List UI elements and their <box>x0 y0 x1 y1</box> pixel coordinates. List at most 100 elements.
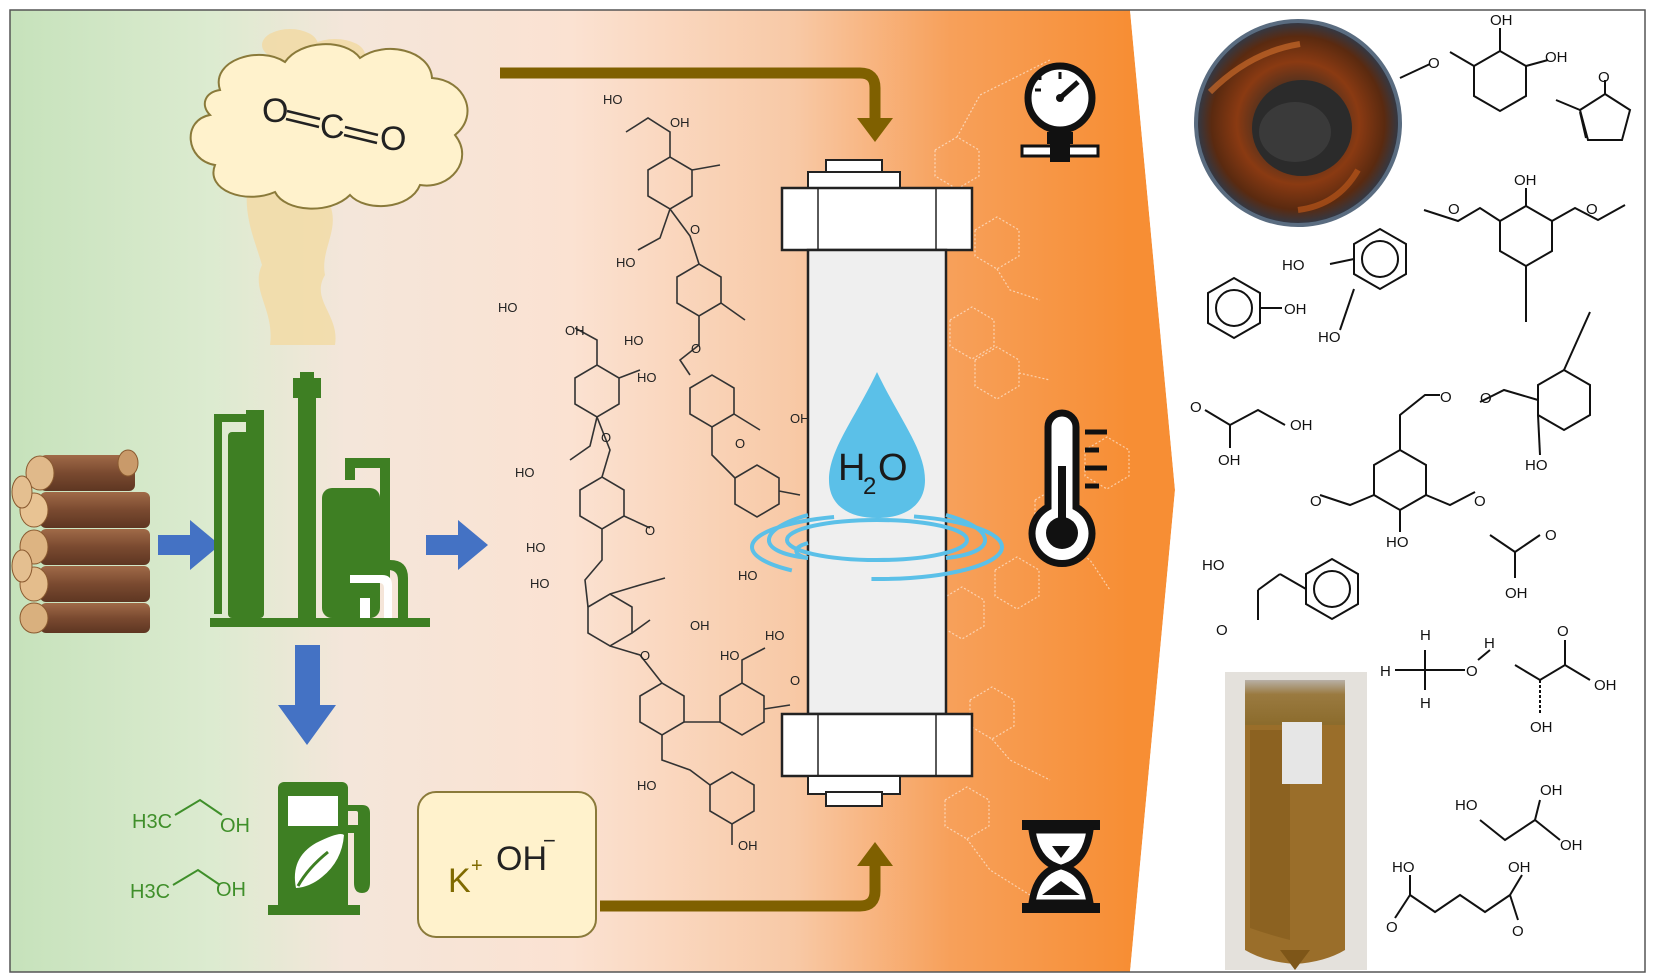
svg-text:HO: HO <box>1455 797 1478 814</box>
svg-text:O: O <box>601 430 611 445</box>
svg-text:O: O <box>691 341 701 356</box>
svg-text:HO: HO <box>637 370 657 385</box>
svg-text:O: O <box>1386 919 1398 936</box>
svg-text:OH: OH <box>738 838 758 853</box>
arrow-refinery-to-fuel <box>278 645 336 745</box>
svg-text:HO: HO <box>616 255 636 270</box>
svg-text:HO: HO <box>603 92 623 107</box>
svg-text:H: H <box>1484 635 1495 652</box>
product-labels: OH O OH O OH O O OH HO HO O HO O OH OH O… <box>1190 12 1617 940</box>
arrow-wood-to-refinery <box>158 520 220 570</box>
svg-text:HO: HO <box>1525 457 1548 474</box>
koh-oh: OH <box>496 840 547 878</box>
svg-text:O: O <box>1586 201 1598 218</box>
svg-text:OH: OH <box>1514 172 1537 189</box>
svg-text:OH: OH <box>1505 585 1528 602</box>
svg-text:O: O <box>1545 527 1557 544</box>
svg-text:OH: OH <box>1508 859 1531 876</box>
koh-box <box>417 791 597 938</box>
svg-text:OH: OH <box>1490 12 1513 29</box>
svg-text:HO: HO <box>515 465 535 480</box>
svg-text:O: O <box>1466 663 1478 680</box>
svg-text:O: O <box>1480 390 1492 407</box>
wood-logs-icon <box>11 449 150 634</box>
koh-formula: K + OH − <box>448 828 556 900</box>
svg-text:O: O <box>1216 622 1228 639</box>
koh-oh-charge: − <box>543 828 556 853</box>
koh-flow-arrow <box>600 862 881 912</box>
svg-text:HO: HO <box>1202 557 1225 574</box>
svg-text:HO: HO <box>1392 859 1415 876</box>
hourglass-icon <box>1022 820 1100 913</box>
svg-text:OH: OH <box>790 411 810 426</box>
svg-text:OH: OH <box>1284 301 1307 318</box>
svg-text:OH: OH <box>1290 417 1313 434</box>
co2-arrow-head <box>857 118 893 142</box>
svg-text:OH: OH <box>1545 49 1568 66</box>
product-molecules <box>1204 28 1632 921</box>
water-o: O <box>878 447 908 489</box>
lignin-labels: HO OH HO O HO OH HO HO O HO O OH O HO HO… <box>498 92 810 853</box>
svg-text:HO: HO <box>526 540 546 555</box>
svg-text:HO: HO <box>765 628 785 643</box>
svg-text:H: H <box>1380 663 1391 680</box>
ethanol-2-oh: OH <box>216 879 246 901</box>
co2-c: C <box>320 108 345 146</box>
fuel-pump-icon <box>268 782 370 915</box>
co2-formula: O C O <box>262 92 406 158</box>
svg-text:HO: HO <box>1386 534 1409 551</box>
svg-text:O: O <box>690 222 700 237</box>
svg-text:O: O <box>1190 399 1202 416</box>
svg-text:OH: OH <box>1218 452 1241 469</box>
ethanol-molecule-1: H3C OH <box>132 798 250 837</box>
biorefinery-icon <box>210 372 430 627</box>
bio-oil-bowl-photo <box>1194 19 1402 227</box>
frame-border <box>9 9 1646 973</box>
svg-text:H: H <box>1420 627 1431 644</box>
ethanol-1-oh: OH <box>220 815 250 837</box>
svg-text:O: O <box>1448 201 1460 218</box>
svg-text:O: O <box>645 523 655 538</box>
mixing-rings <box>750 513 1004 581</box>
svg-text:O: O <box>735 436 745 451</box>
thermometer-icon <box>1028 409 1107 567</box>
svg-text:O: O <box>1598 69 1610 86</box>
svg-text:OH: OH <box>1540 782 1563 799</box>
svg-text:O: O <box>1557 623 1569 640</box>
svg-text:HO: HO <box>738 568 758 583</box>
koh-k-charge: + <box>471 855 483 877</box>
co2-o-right: O <box>380 120 406 158</box>
svg-text:OH: OH <box>1560 837 1583 854</box>
svg-text:HO: HO <box>720 648 740 663</box>
svg-text:HO: HO <box>1318 329 1341 346</box>
svg-text:O: O <box>790 673 800 688</box>
svg-text:OH: OH <box>1594 677 1617 694</box>
svg-text:OH: OH <box>1530 719 1553 736</box>
svg-text:H: H <box>1420 695 1431 712</box>
svg-text:OH: OH <box>670 115 690 130</box>
water-drop-icon: H 2 O <box>829 372 925 518</box>
ethanol-2-h3c: H3C <box>130 881 170 903</box>
pressure-gauge-icon <box>1020 62 1100 162</box>
svg-text:O: O <box>640 648 650 663</box>
svg-text:OH: OH <box>690 618 710 633</box>
koh-arrow-head <box>857 842 893 866</box>
svg-text:O: O <box>1310 493 1322 510</box>
svg-text:HO: HO <box>498 300 518 315</box>
cloud-icon <box>189 43 469 210</box>
svg-text:HO: HO <box>1282 257 1305 274</box>
arrow-refinery-to-lignin <box>426 520 488 570</box>
svg-text:OH: OH <box>565 323 585 338</box>
water-subscript: 2 <box>863 473 876 500</box>
co2-o-left: O <box>262 92 288 130</box>
ethanol-1-h3c: H3C <box>132 811 172 833</box>
koh-k: K <box>448 862 471 900</box>
svg-text:HO: HO <box>624 333 644 348</box>
svg-text:O: O <box>1474 493 1486 510</box>
background-chevron <box>1130 10 1175 972</box>
water-h: H <box>838 447 865 489</box>
lignin-structure <box>569 117 801 845</box>
svg-text:O: O <box>1512 923 1524 940</box>
